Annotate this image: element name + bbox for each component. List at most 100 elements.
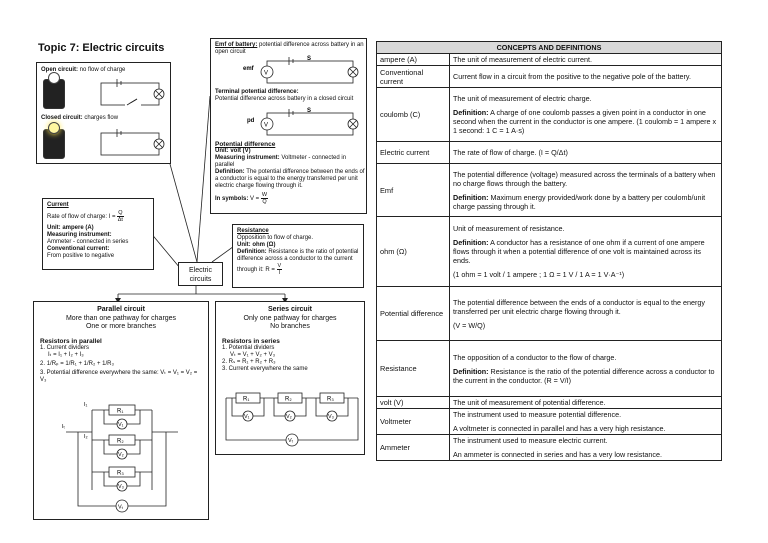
vt-label: Vₜ	[288, 438, 294, 444]
emf-label: emf	[243, 66, 255, 72]
parallel-circuit-diagram: R₁ R₂ R₃ V₁ V₂ V₃ Vₜ Iₜ I₁ I₂	[62, 402, 182, 517]
term-cell: Potential difference	[377, 287, 450, 341]
concepts-definitions-table: CONCEPTS AND DEFINITIONS ampere (A)The u…	[376, 41, 722, 461]
parallel-rules: Resistors in parallel 1. Current divider…	[40, 338, 205, 384]
term-cell: ampere (A)	[377, 54, 450, 66]
table-row: ohm (Ω)Unit of measurement of resistance…	[377, 217, 722, 287]
definition-cell: The unit of measurement of electric curr…	[450, 54, 722, 66]
definition-text: The unit of measurement of potential dif…	[453, 398, 718, 407]
definition-cell: The potential difference between the end…	[450, 287, 722, 341]
r2-label: R₂	[285, 397, 292, 403]
definition-cell: The unit of measurement of electric char…	[450, 88, 722, 142]
voltmeter-symbol: V	[264, 71, 268, 77]
r3-label: R₃	[327, 397, 334, 403]
battery-bulb-on-illustration	[43, 129, 65, 159]
table-row: Conventional currentCurrent flow in a ci…	[377, 66, 722, 88]
series-circuit-box: Series circuit Only one pathway for char…	[215, 301, 365, 455]
parallel-circuit-box: Parallel circuit More than one pathway f…	[33, 301, 209, 520]
electric-circuits-node: Electric circuits	[178, 262, 223, 286]
r2-label: R₂	[117, 439, 124, 445]
terminal-pd-circuit-diagram: pd S V	[241, 107, 361, 139]
definition-text: A voltmeter is connected in parallel and…	[453, 424, 718, 433]
definition-text: The unit of measurement of electric char…	[453, 94, 718, 103]
v1-label: V₁	[244, 414, 250, 420]
term-cell: Conventional current	[377, 66, 450, 88]
r1-label: R₁	[243, 397, 249, 403]
term-cell: coulomb (C)	[377, 88, 450, 142]
definition-text: The opposition of a conductor to the flo…	[453, 353, 718, 362]
closed-circuit-diagram	[97, 127, 167, 161]
v1-label: V₁	[118, 422, 124, 428]
definition-cell: The rate of flow of charge. (I = Q/Δt)	[450, 142, 722, 164]
term-cell: Ammeter	[377, 435, 450, 461]
definition-text: Definition: A charge of one coulomb pass…	[453, 108, 718, 135]
definition-text: The potential difference between the end…	[453, 298, 718, 316]
series-rules: Resistors in series 1. Potential divider…	[222, 338, 362, 373]
i1-label: I₁	[84, 402, 88, 408]
definition-text: (1 ohm = 1 volt / 1 ampere ; 1 Ω = 1 V /…	[453, 270, 718, 279]
table-header: CONCEPTS AND DEFINITIONS	[377, 42, 722, 54]
series-circuit-diagram: R₁ R₂ R₃ V₁ V₂ V₃ Vₜ	[222, 388, 362, 452]
definition-text: Unit of measurement of resistance.	[453, 224, 718, 233]
potential-difference-description: Potential difference Unit: volt (V) Meas…	[215, 141, 365, 205]
definition-text: The potential difference (voltage) measu…	[453, 170, 718, 188]
definition-text: Current flow in a circuit from the posit…	[453, 72, 718, 81]
definition-text: The instrument used to measure electric …	[453, 436, 718, 445]
table-body: ampere (A)The unit of measurement of ele…	[377, 54, 722, 461]
definition-text: Definition: Maximum energy provided/work…	[453, 193, 718, 211]
table-row: ampere (A)The unit of measurement of ele…	[377, 54, 722, 66]
circuit-states-box: Open circuit: no flow of charge Closed c…	[36, 62, 171, 164]
definition-text: The rate of flow of charge. (I = Q/Δt)	[453, 148, 718, 157]
i2-label: I₂	[84, 434, 88, 440]
v3-label: V₃	[118, 484, 124, 490]
resistance-description: Resistance Opposition to flow of charge.…	[237, 228, 363, 276]
emf-description: Emf of battery: potential difference acr…	[215, 42, 365, 56]
definition-cell: The instrument used to measure electric …	[450, 435, 722, 461]
term-cell: volt (V)	[377, 397, 450, 409]
definition-cell: The opposition of a conductor to the flo…	[450, 341, 722, 397]
r3-label: R₃	[117, 471, 124, 477]
definition-cell: Current flow in a circuit from the posit…	[450, 66, 722, 88]
resistance-box: Resistance Opposition to flow of charge.…	[232, 224, 364, 288]
voltmeter-symbol: V	[264, 123, 268, 129]
parallel-header: Parallel circuit More than one pathway f…	[34, 306, 208, 332]
term-cell: Emf	[377, 164, 450, 217]
emf-potential-difference-box: Emf of battery: potential difference acr…	[210, 38, 367, 214]
v2-label: V₂	[286, 414, 292, 420]
terminal-pd-description: Terminal potential difference: Potential…	[215, 89, 365, 103]
pd-label: pd	[247, 118, 255, 124]
table-row: Potential differenceThe potential differ…	[377, 287, 722, 341]
vt-label: Vₜ	[118, 505, 124, 511]
series-header: Series circuit Only one pathway for char…	[216, 306, 364, 332]
closed-circuit-caption: Closed circuit: charges flow	[41, 115, 118, 122]
term-cell: ohm (Ω)	[377, 217, 450, 287]
definition-text: An ammeter is connected in series and ha…	[453, 450, 718, 459]
definition-text: Definition: Resistance is the ratio of t…	[453, 367, 718, 385]
emf-circuit-diagram: emf S V	[241, 55, 361, 87]
r1-label: R₁	[117, 409, 123, 415]
definition-text: The instrument used to measure potential…	[453, 410, 718, 419]
term-cell: Resistance	[377, 341, 450, 397]
definition-cell: The instrument used to measure potential…	[450, 409, 722, 435]
definition-text: Definition: A conductor has a resistance…	[453, 238, 718, 265]
it-label: Iₜ	[62, 424, 66, 430]
definition-cell: The potential difference (voltage) measu…	[450, 164, 722, 217]
term-cell: Electric current	[377, 142, 450, 164]
definition-cell: The unit of measurement of potential dif…	[450, 397, 722, 409]
v3-label: V₃	[328, 414, 334, 420]
definition-cell: Unit of measurement of resistance. Defini…	[450, 217, 722, 287]
definition-text: The unit of measurement of electric curr…	[453, 55, 718, 64]
table-row: volt (V)The unit of measurement of poten…	[377, 397, 722, 409]
v2-label: V₂	[118, 452, 124, 458]
open-circuit-diagram	[97, 77, 167, 111]
